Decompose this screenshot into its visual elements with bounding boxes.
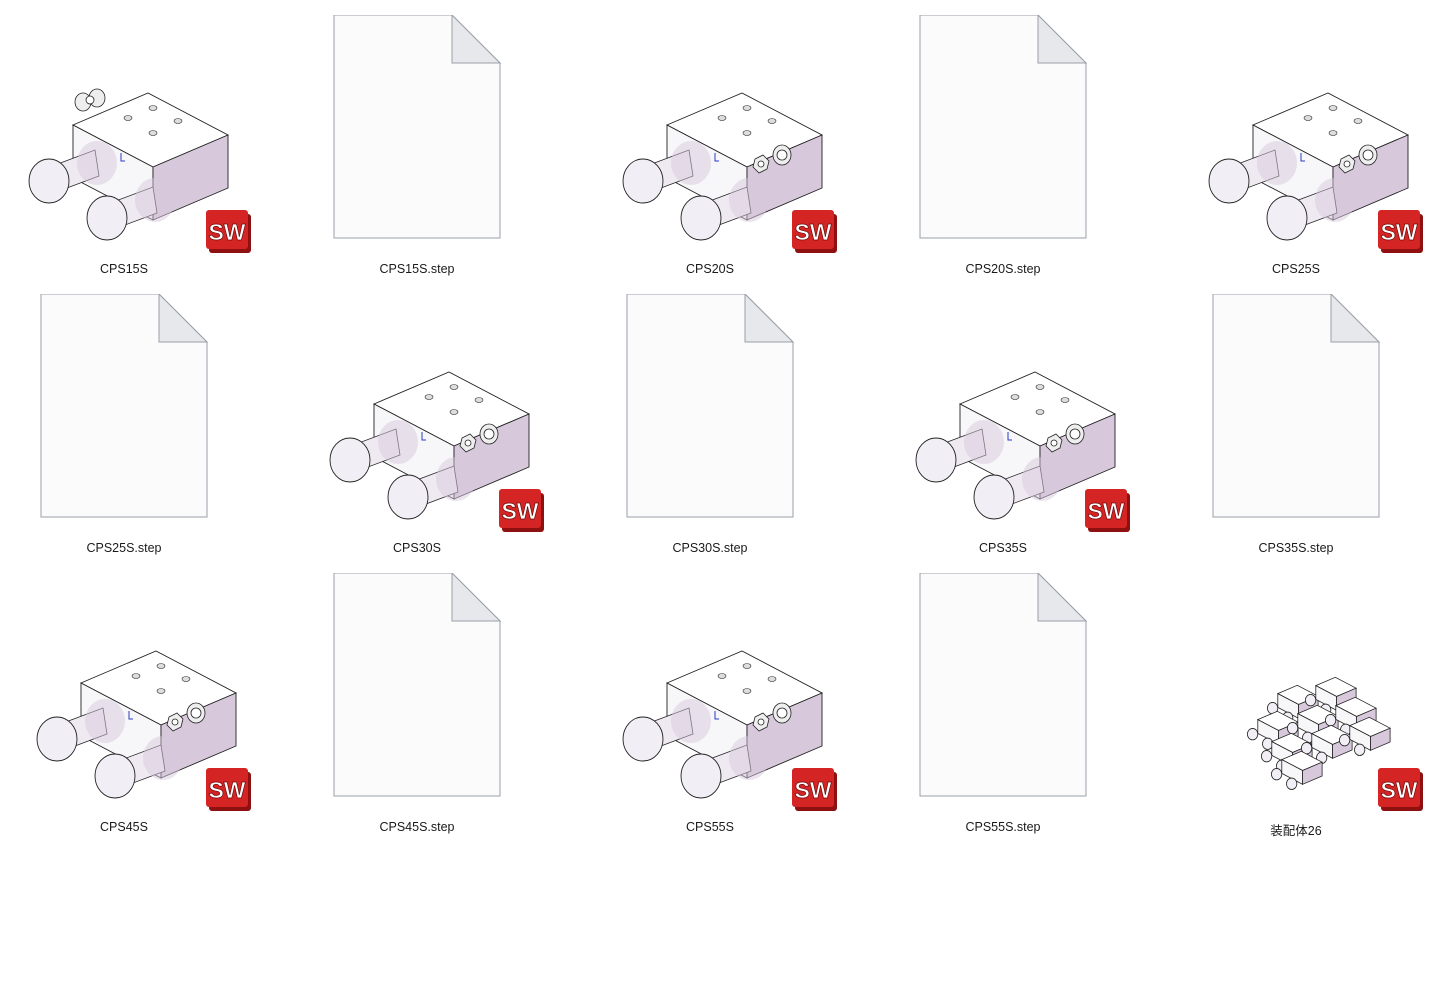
part-thumbnail: [36, 650, 238, 799]
file-item[interactable]: SW CPS20S: [579, 15, 841, 285]
solidworks-badge-icon: SW: [792, 768, 837, 811]
svg-text:SW: SW: [794, 777, 831, 803]
document-icon: [919, 15, 1088, 239]
document-icon: [333, 15, 502, 239]
solidworks-badge-icon: SW: [499, 489, 544, 532]
svg-text:SW: SW: [208, 777, 245, 803]
file-item[interactable]: CPS25S.step: [0, 294, 255, 564]
file-name-label: CPS20S.step: [965, 262, 1041, 276]
svg-text:SW: SW: [208, 219, 245, 245]
part-thumbnail: [915, 371, 1117, 520]
file-name-label: CPS35S.step: [1258, 541, 1334, 555]
file-item[interactable]: CPS15S.step: [286, 15, 548, 285]
file-item[interactable]: SW CPS35S: [872, 294, 1134, 564]
part-thumbnail: [28, 88, 230, 241]
file-item[interactable]: SW CPS30S: [286, 294, 548, 564]
file-name-label: CPS15S: [100, 262, 148, 276]
file-item[interactable]: SW CPS55S: [579, 573, 841, 843]
file-name-label: CPS20S: [686, 262, 734, 276]
file-item[interactable]: SW 装配体26: [1165, 573, 1427, 843]
file-item[interactable]: SW CPS45S: [0, 573, 255, 843]
svg-text:SW: SW: [1380, 777, 1417, 803]
file-name-label: CPS30S.step: [672, 541, 748, 555]
file-name-label: CPS45S: [100, 820, 148, 834]
file-item[interactable]: CPS30S.step: [579, 294, 841, 564]
file-name-label: CPS25S.step: [86, 541, 162, 555]
svg-text:SW: SW: [1087, 498, 1124, 524]
part-thumbnail: [622, 92, 824, 241]
part-thumbnail: [622, 650, 824, 799]
svg-text:SW: SW: [794, 219, 831, 245]
solidworks-badge-icon: SW: [206, 210, 251, 253]
file-item[interactable]: CPS55S.step: [872, 573, 1134, 843]
file-name-label: CPS55S: [686, 820, 734, 834]
file-name-label: 装配体26: [1270, 824, 1322, 838]
file-item[interactable]: CPS35S.step: [1165, 294, 1427, 564]
document-icon: [333, 573, 502, 797]
svg-text:SW: SW: [501, 498, 538, 524]
document-icon: [919, 573, 1088, 797]
solidworks-badge-icon: SW: [206, 768, 251, 811]
file-item[interactable]: SW CPS15S: [0, 15, 255, 285]
file-item[interactable]: CPS45S.step: [286, 573, 548, 843]
svg-text:SW: SW: [1380, 219, 1417, 245]
file-name-label: CPS45S.step: [379, 820, 455, 834]
assembly-thumbnail: [1247, 676, 1392, 790]
file-name-label: CPS55S.step: [965, 820, 1041, 834]
file-name-label: CPS25S: [1272, 262, 1320, 276]
file-name-label: CPS15S.step: [379, 262, 455, 276]
solidworks-badge-icon: SW: [1085, 489, 1130, 532]
part-thumbnail: [329, 371, 531, 520]
part-thumbnail: [1208, 92, 1410, 241]
solidworks-badge-icon: SW: [1378, 210, 1423, 253]
file-name-label: CPS30S: [393, 541, 441, 555]
document-icon: [1212, 294, 1381, 518]
file-name-label: CPS35S: [979, 541, 1027, 555]
file-item[interactable]: SW CPS25S: [1165, 15, 1427, 285]
solidworks-badge-icon: SW: [1378, 768, 1423, 811]
document-icon: [40, 294, 209, 518]
solidworks-badge-icon: SW: [792, 210, 837, 253]
document-icon: [626, 294, 795, 518]
file-item[interactable]: CPS20S.step: [872, 15, 1134, 285]
